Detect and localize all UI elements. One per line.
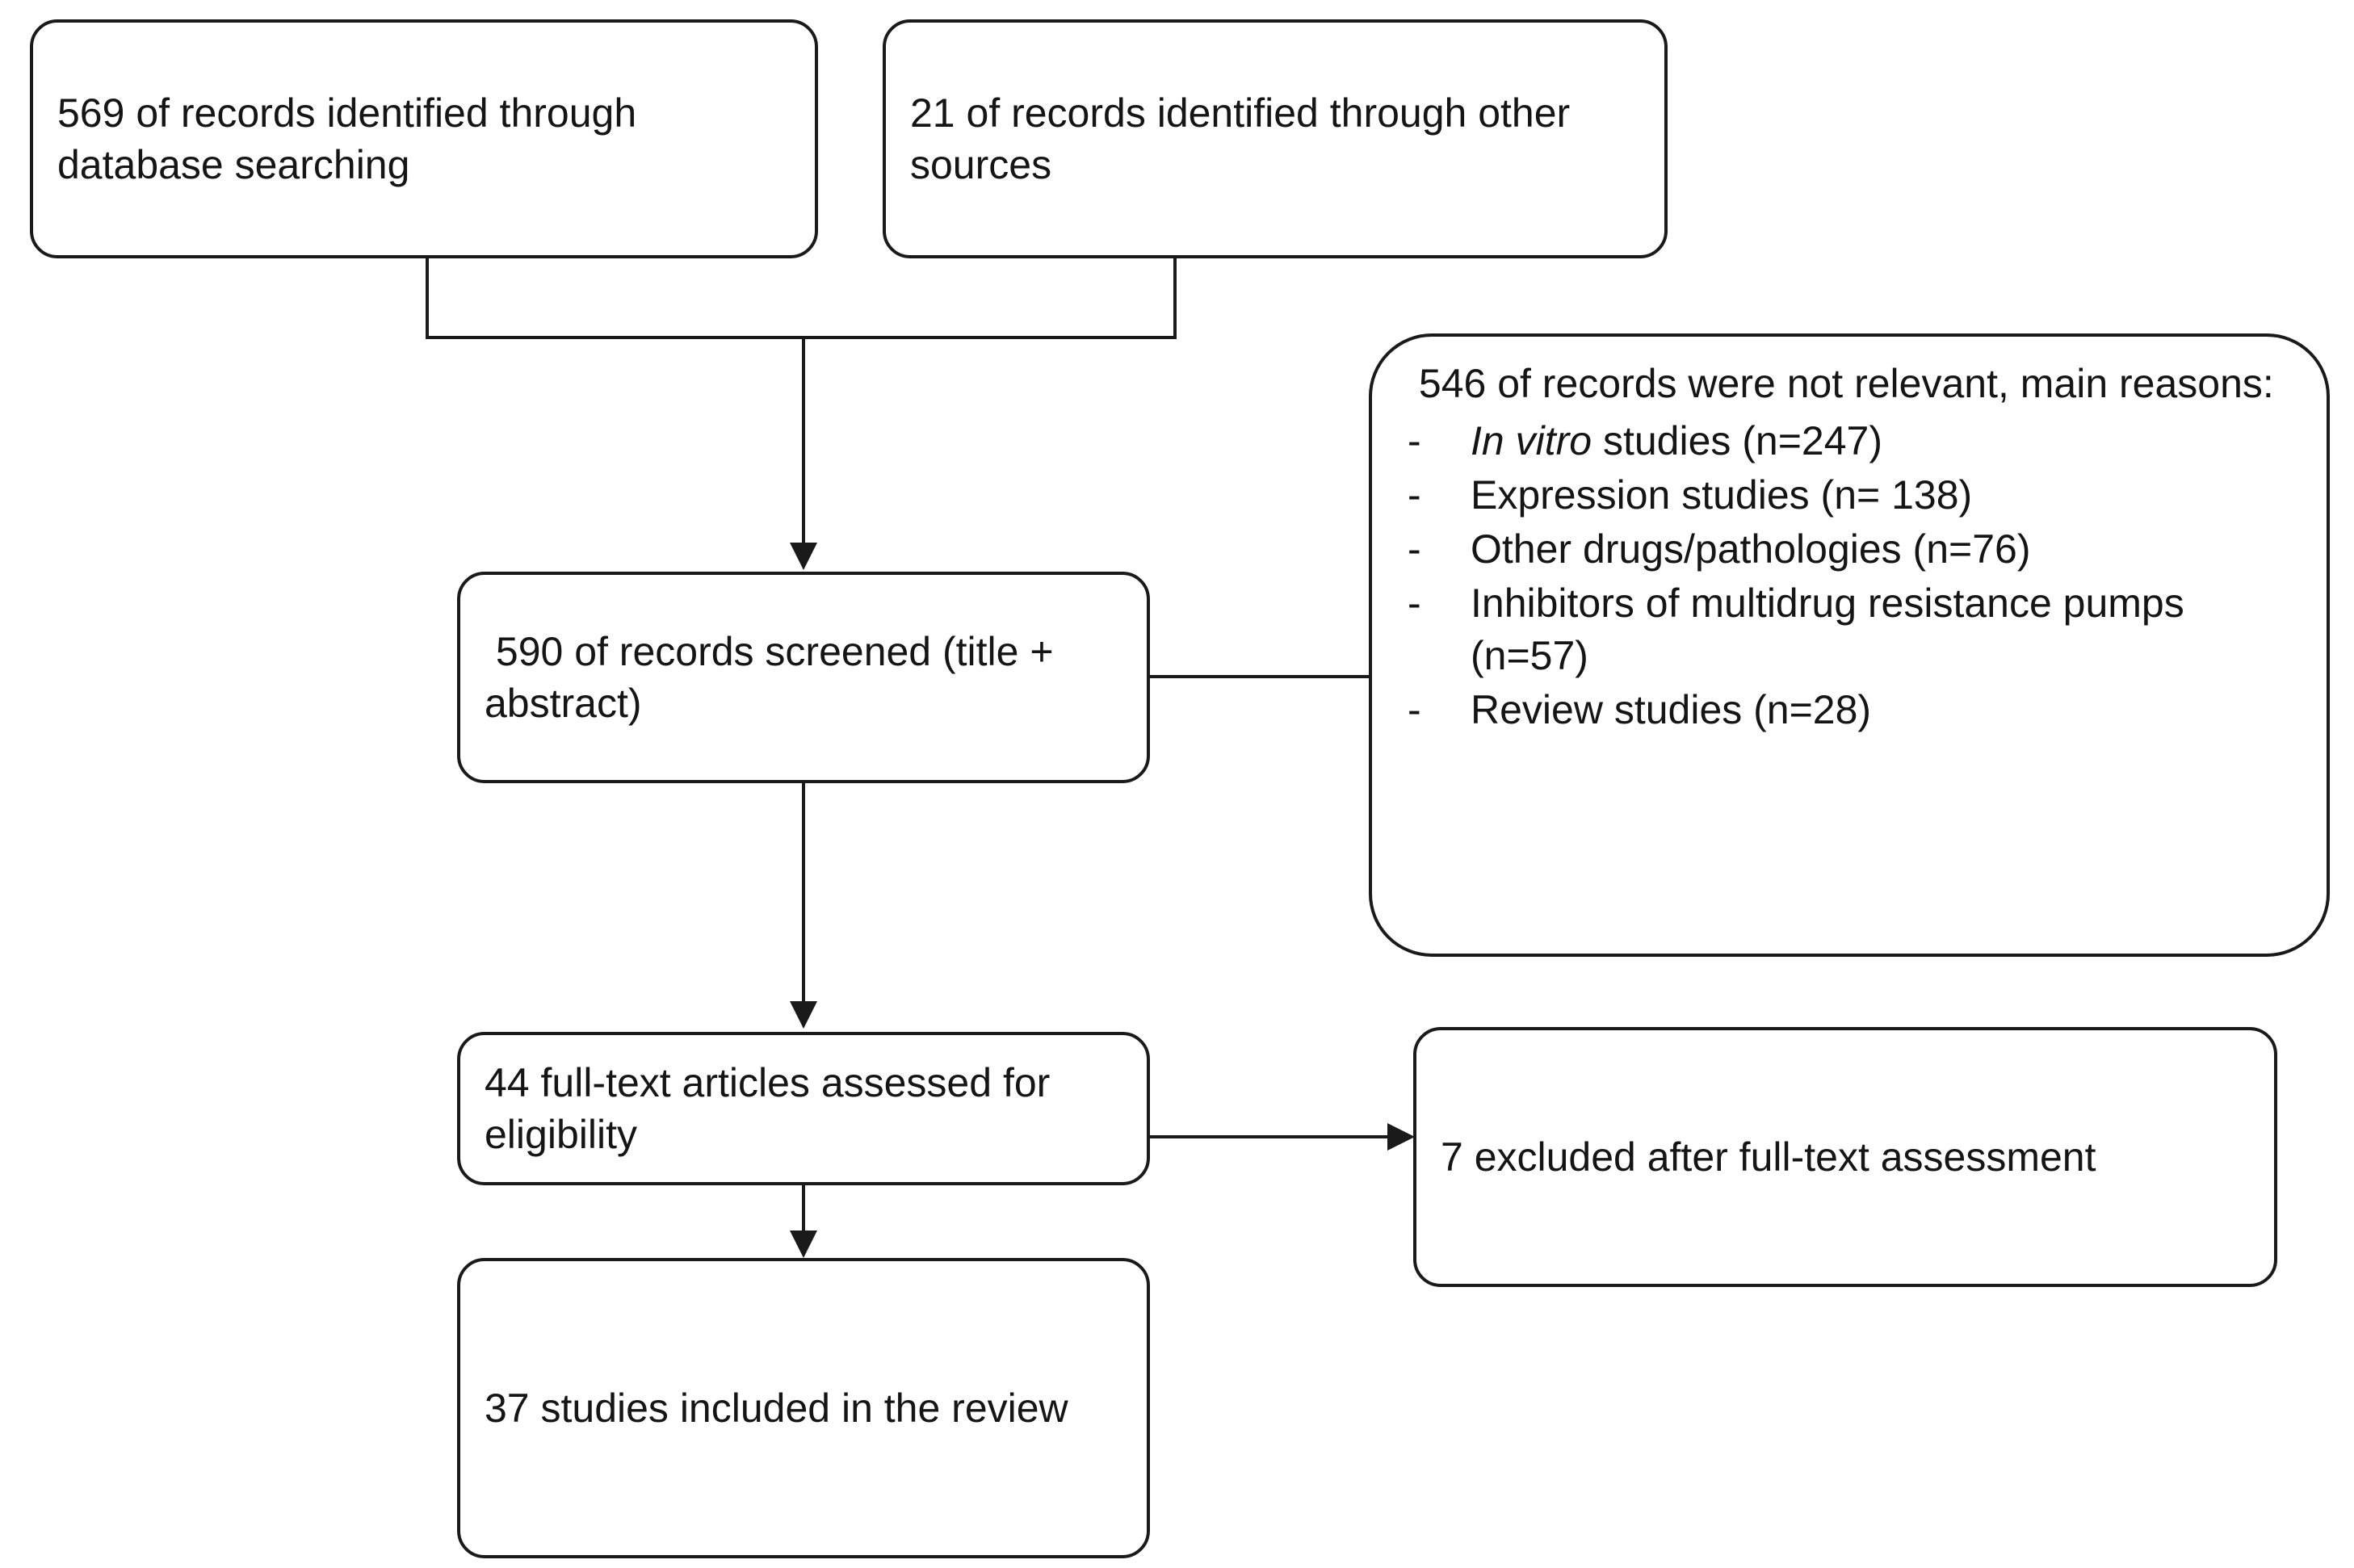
box-fulltext-assessed-text: 44 full-text articles assessed for eligi… [485,1060,1062,1157]
box-fulltext-assessed: 44 full-text articles assessed for eligi… [457,1032,1150,1185]
box-records-screened: 590 of records screened (title + abstrac… [457,572,1150,783]
exclusion-reason-item: - Expression studies (n= 138) [1372,469,2327,522]
italic-term: In vitro [1471,418,1592,463]
exclusion-reason-text: Other drugs/pathologies (n=76) [1471,526,2031,572]
exclusion-reason-item: - Review studies (n=28) [1372,684,2327,736]
exclusion-reason-text: Review studies (n=28) [1471,687,1872,732]
exclusion-reason-rest: studies (n=247) [1592,418,1882,463]
box-records-screened-text: 590 of records screened (title + abstrac… [485,629,1065,726]
bullet-dash: - [1408,526,1421,572]
exclusion-reason-text: Inhibitors of multidrug resistance pumps… [1471,581,2184,678]
box-records-identified-database: 569 of records identified through databa… [30,19,818,258]
exclusion-reason-item: - Other drugs/pathologies (n=76) [1372,523,2327,576]
box-records-not-relevant: 546 of records were not relevant, main r… [1369,333,2330,957]
connector-fulltext-to-excluded [1150,1135,1392,1138]
connector-screened-to-not-relevant [1150,675,1370,678]
bullet-dash: - [1408,687,1421,732]
connector-db-stub [426,258,429,339]
arrowhead-to-fulltext [790,1001,817,1029]
connector-other-stub [1173,258,1177,339]
bullet-dash: - [1408,581,1421,626]
box-records-not-relevant-heading: 546 of records were not relevant, main r… [1408,361,2274,406]
exclusion-reason-list: - In vitro studies (n=247) - Expression … [1372,415,2327,738]
box-excluded-after-fulltext-text: 7 excluded after full-text assessment [1441,1134,2096,1180]
arrowhead-to-screened [790,543,817,570]
bullet-dash: - [1408,472,1421,518]
exclusion-reason-item: - In vitro studies (n=247) [1372,415,2327,467]
arrowhead-to-included [790,1231,817,1258]
connector-merge-to-screened [802,336,805,544]
box-records-identified-database-text: 569 of records identified through databa… [57,90,648,187]
connector-merge-bar [426,336,1177,339]
connector-screened-to-fulltext [802,783,805,1003]
arrowhead-to-excluded [1387,1123,1415,1151]
box-records-identified-other-sources: 21 of records identified through other s… [883,19,1668,258]
box-studies-included: 37 studies included in the review [457,1258,1150,1558]
exclusion-reason-item: - Inhibitors of multidrug resistance pum… [1372,577,2327,682]
bullet-dash: - [1408,418,1421,463]
exclusion-reason-text: Expression studies (n= 138) [1471,472,1973,518]
box-excluded-after-fulltext: 7 excluded after full-text assessment [1413,1027,2277,1287]
box-studies-included-text: 37 studies included in the review [485,1386,1068,1431]
exclusion-reason-text: In vitro studies (n=247) [1471,415,2310,467]
box-records-identified-other-sources-text: 21 of records identified through other s… [910,90,1582,187]
connector-fulltext-to-included [802,1185,805,1234]
